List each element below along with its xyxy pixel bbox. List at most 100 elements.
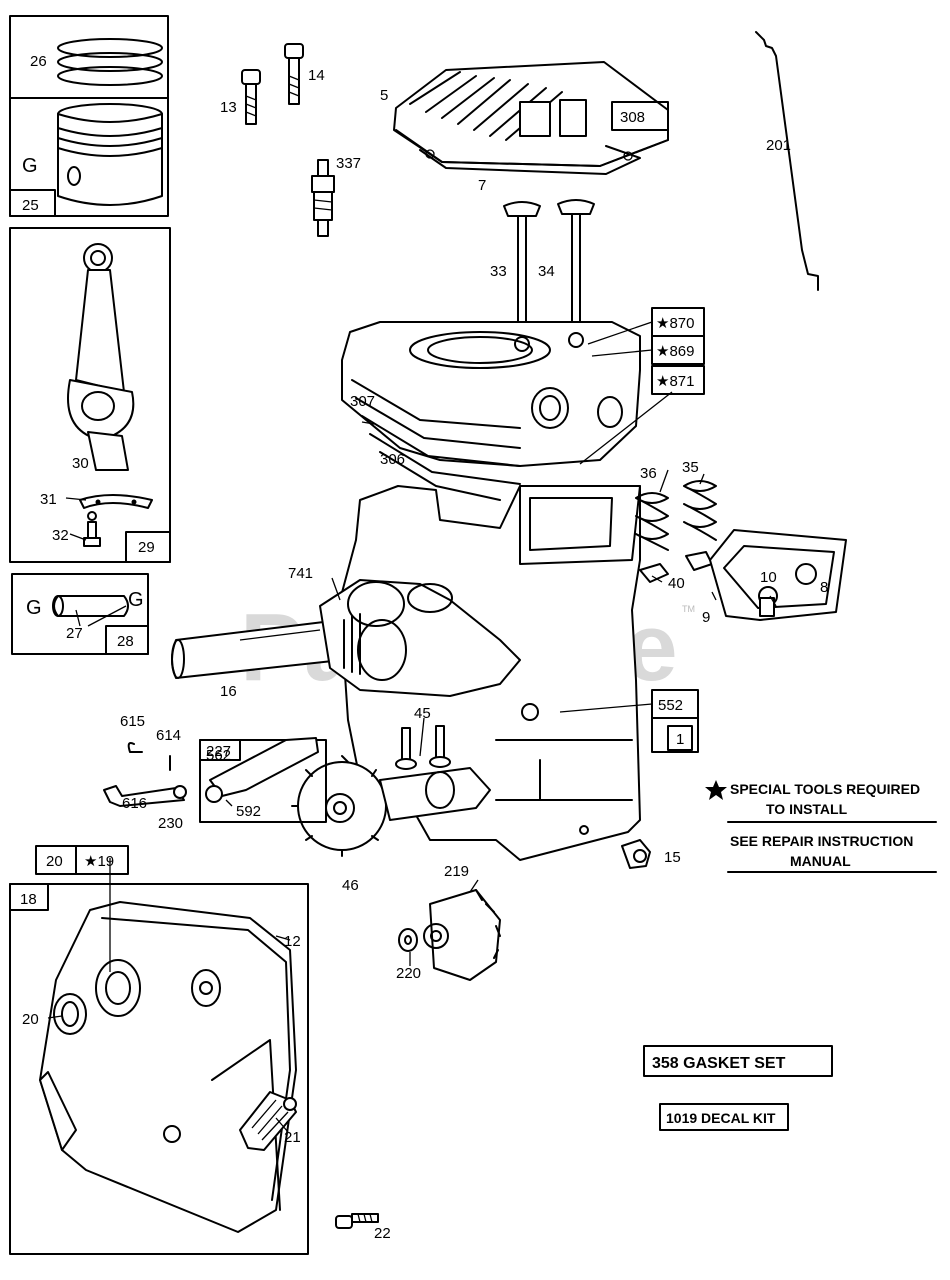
- callout-616: 616: [122, 795, 147, 812]
- callout-32: 32: [52, 527, 69, 544]
- callout-27: 27: [66, 625, 83, 642]
- connecting-rod-part[interactable]: [67, 243, 135, 471]
- box-label-25: 25: [22, 197, 39, 214]
- callout-22: 22: [374, 1225, 391, 1242]
- callout-36: 36: [640, 465, 657, 482]
- crankshaft-part[interactable]: [171, 579, 521, 697]
- cam-gear-part[interactable]: [291, 755, 491, 857]
- box-label-29: 29: [138, 539, 155, 556]
- rod-screw-part[interactable]: [83, 511, 101, 547]
- callout-labels: 5 7 8 9 10 12 13 14 15 16 20 21 22 26 27…: [22, 53, 828, 1242]
- box-label-871: ★871: [656, 373, 694, 390]
- box-label-552: 552: [658, 697, 683, 714]
- callout-201: 201: [766, 137, 791, 154]
- thrust-washer-part[interactable]: [398, 928, 418, 952]
- bearing-20-part[interactable]: [53, 993, 87, 1035]
- box-label-28: 28: [117, 633, 134, 650]
- dipstick-tube-part[interactable]: [239, 1091, 297, 1151]
- governor-crank-box: [199, 737, 327, 823]
- repair-note-line2: MANUAL: [790, 853, 851, 869]
- governor-lever-part[interactable]: [205, 737, 319, 803]
- bolt-14-part[interactable]: [284, 43, 304, 105]
- governor-link-part[interactable]: [755, 31, 819, 291]
- cylinder-head-part[interactable]: [393, 61, 669, 167]
- star-icon: [705, 780, 727, 800]
- box-label-18: 18: [20, 891, 37, 908]
- callout-46: 46: [342, 877, 359, 894]
- box-label-1: 1: [676, 731, 684, 748]
- special-tools-note-line2: TO INSTALL: [766, 801, 848, 817]
- bolt-13-part[interactable]: [241, 69, 261, 125]
- callout-40: 40: [668, 575, 685, 592]
- breather-part[interactable]: [709, 529, 847, 621]
- piston-part[interactable]: [57, 103, 163, 206]
- callout-30: 30: [72, 455, 89, 472]
- callout-13: 13: [220, 99, 237, 116]
- gasket-set-label: 358 GASKET SET: [652, 1055, 786, 1072]
- callout-8: 8: [820, 579, 828, 596]
- callout-12: 12: [284, 933, 301, 950]
- piston-rings-part[interactable]: [57, 38, 163, 86]
- g-mark-pin-right: G: [128, 589, 144, 611]
- piston-pin-part[interactable]: [52, 595, 129, 617]
- head-gasket-part[interactable]: [419, 145, 641, 175]
- callout-615: 615: [120, 713, 145, 730]
- oil-seal-part[interactable]: [95, 959, 141, 1017]
- callout-220: 220: [396, 965, 421, 982]
- callout-14: 14: [308, 67, 325, 84]
- callout-337: 337: [336, 155, 361, 172]
- callout-614: 614: [156, 727, 181, 744]
- callout-35: 35: [682, 459, 699, 476]
- valve-spring-35-part[interactable]: [683, 480, 717, 541]
- callout-10: 10: [760, 569, 777, 586]
- callout-31: 31: [40, 491, 57, 508]
- crankcase-cover-box: [9, 883, 309, 1255]
- callout-5: 5: [380, 87, 388, 104]
- callout-9: 9: [702, 609, 710, 626]
- boxed-labels: 25 28 29 308 ★870 ★869 ★871 552 1 227 20…: [20, 101, 833, 1131]
- callout-33: 33: [490, 263, 507, 280]
- drain-plug-15-part[interactable]: [621, 839, 651, 869]
- box-label-308: 308: [620, 109, 645, 126]
- callout-20: 20: [22, 1011, 39, 1028]
- grease-marks: G G G: [22, 155, 144, 619]
- rod-lock-part[interactable]: [79, 494, 153, 509]
- box-label-19: ★19: [84, 853, 114, 870]
- piston-pin-box: [11, 573, 149, 655]
- callout-7: 7: [478, 177, 486, 194]
- callout-26: 26: [30, 53, 47, 70]
- oil-slinger-part[interactable]: [423, 889, 501, 981]
- leader-lines: [47, 321, 777, 1133]
- g-mark-piston: G: [22, 155, 38, 177]
- callout-230: 230: [158, 815, 183, 832]
- callout-307: 307: [350, 393, 375, 410]
- exhaust-valve-part[interactable]: [557, 199, 595, 335]
- box-label-869: ★869: [656, 343, 694, 360]
- piston-box: [9, 15, 169, 217]
- special-tools-note-line1: SPECIAL TOOLS REQUIRED: [730, 781, 920, 797]
- tappet-45-part[interactable]: [395, 725, 451, 770]
- callout-15: 15: [664, 849, 681, 866]
- repair-note-line1: SEE REPAIR INSTRUCTION: [730, 833, 913, 849]
- screw-22-part[interactable]: [335, 1213, 379, 1229]
- callout-34: 34: [538, 263, 555, 280]
- governor-crank-part[interactable]: [103, 742, 187, 807]
- connecting-rod-box: [9, 227, 171, 563]
- g-mark-pin-left: G: [26, 597, 42, 619]
- spark-plug-part[interactable]: [311, 159, 335, 237]
- callout-306: 306: [380, 451, 405, 468]
- notes: SPECIAL TOOLS REQUIRED TO INSTALL SEE RE…: [705, 780, 937, 873]
- callout-219: 219: [444, 863, 469, 880]
- callout-562: 562: [206, 747, 231, 764]
- decal-kit-label: 1019 DECAL KIT: [666, 1110, 776, 1126]
- callout-592: 592: [236, 803, 261, 820]
- callout-16: 16: [220, 683, 237, 700]
- box-label-870: ★870: [656, 315, 694, 332]
- callout-45: 45: [414, 705, 431, 722]
- callout-21: 21: [284, 1129, 301, 1146]
- callout-741: 741: [288, 565, 313, 582]
- box-label-227: 227: [206, 743, 231, 760]
- valve-spring-36-part[interactable]: [635, 492, 669, 551]
- crankcase-cover-part[interactable]: [39, 901, 297, 1233]
